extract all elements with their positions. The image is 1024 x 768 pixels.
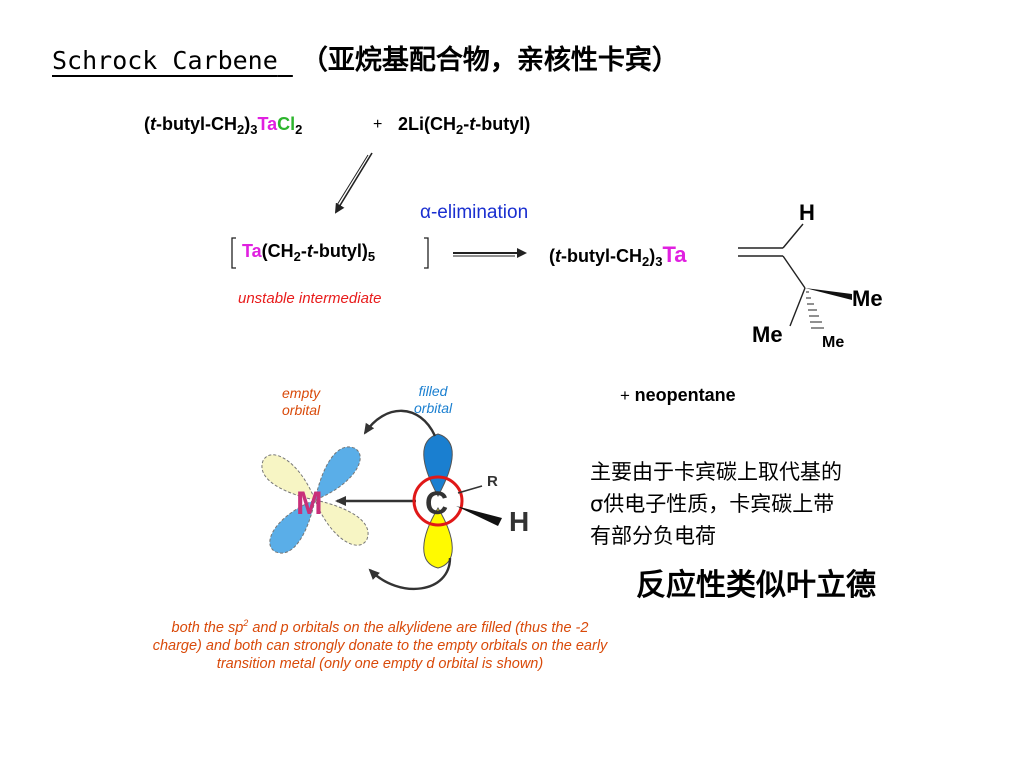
product-H: H xyxy=(799,200,815,225)
reactant-lithium-reagent: 2Li(CH2-t-butyl) xyxy=(398,114,531,137)
title-chinese: （亚烷基配合物，亲核性卡宾） xyxy=(300,45,679,76)
orbital-diagram xyxy=(261,409,502,591)
H-label: H xyxy=(509,506,530,537)
intermediate-formula: Ta(CH2-t-butyl)5 xyxy=(242,241,376,264)
intermediate-note: unstable intermediate xyxy=(238,290,382,307)
product-Me-hash: Me xyxy=(822,334,845,351)
intermediate-brackets xyxy=(231,237,429,269)
curved-arrow-bottom xyxy=(368,557,452,591)
product-hash-bond xyxy=(806,291,824,329)
empty-orbital-label: empty orbital xyxy=(282,385,321,418)
carbon-H-wedge xyxy=(456,506,502,526)
metal-d-orbital xyxy=(261,446,369,554)
byproduct: + neopentane xyxy=(620,385,736,405)
product-Me-left: Me xyxy=(752,322,783,347)
product-skeleton xyxy=(738,223,806,327)
carbon-R-bond xyxy=(457,485,483,494)
curved-arrow-top xyxy=(363,409,437,437)
reactant-plus: + xyxy=(373,116,383,133)
alpha-symbol: α xyxy=(420,202,431,223)
slide-title: Schrock Carbene （亚烷基配合物，亲核性卡宾） xyxy=(52,38,679,77)
orbital-caption: both the sp2 and p orbitals on the alkyl… xyxy=(152,618,608,672)
product-wedge-bond xyxy=(805,288,852,300)
product-Me-wedge: Me xyxy=(852,286,883,311)
carbon-label: C xyxy=(425,485,449,521)
carbon-filled-orbital-top xyxy=(423,433,453,498)
arrow-to-intermediate xyxy=(334,152,373,214)
reactant-tantalum-chloride: (t-butyl-CH2)3TaCl2 xyxy=(144,114,303,137)
filled-orbital-label: filled orbital xyxy=(414,383,453,416)
product-formula: (t-butyl-CH2)3Ta xyxy=(549,242,687,269)
alpha-elimination-label: α-elimination xyxy=(420,202,529,223)
chinese-explanation: 主要由于卡宾碳上取代基的 σ供电子性质，卡宾碳上带 有部分负电荷 xyxy=(590,460,842,548)
chinese-summary: 反应性类似叶立德 xyxy=(636,568,876,603)
R-label: R xyxy=(487,473,498,490)
title-english: Schrock Carbene xyxy=(52,46,278,75)
metal-label: M xyxy=(296,485,323,521)
carbon-highlight-circle xyxy=(412,475,464,527)
